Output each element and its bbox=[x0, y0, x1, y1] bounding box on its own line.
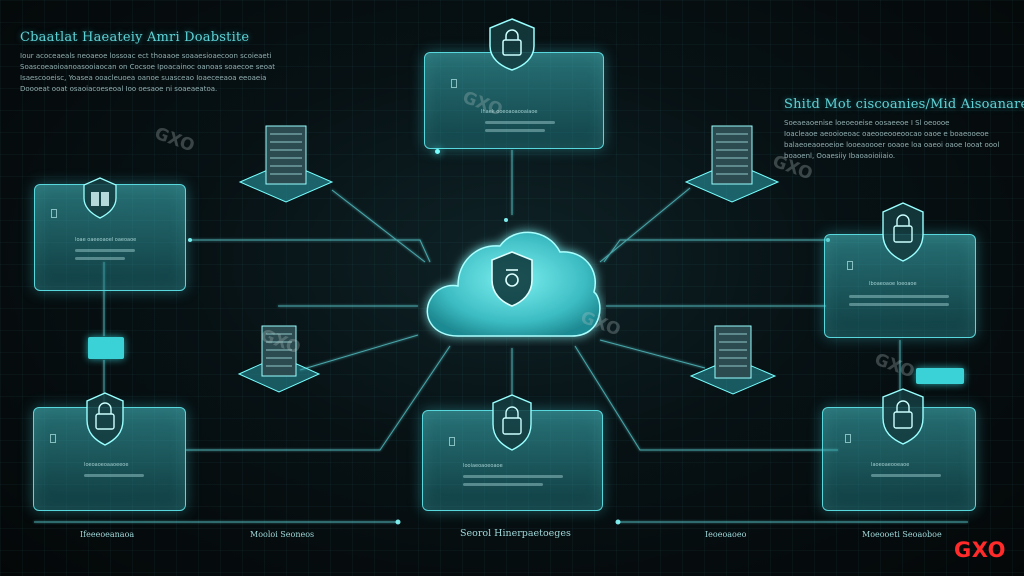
link-left-upper bbox=[188, 239, 431, 263]
brand-logo: GXO bbox=[953, 538, 1006, 562]
shield-lock-icon bbox=[882, 202, 924, 262]
link-bottom-right bbox=[574, 345, 838, 451]
server-rack-icon bbox=[689, 325, 777, 395]
link-bottom-left bbox=[186, 345, 451, 451]
panel-right-upper-caption: Iboaeoaoe Ioeoaoe bbox=[869, 281, 917, 287]
header-left-line: Soascoeaoioanoasooiaocan on Cocsoe Ipoac… bbox=[20, 63, 276, 71]
server-rack-icon bbox=[684, 125, 780, 203]
header-left-line: Isaescooeisc, Yoasea ooacleuoea oanoe su… bbox=[20, 74, 267, 82]
panel-left-upper-caption: Ioae oaeeoaoel oaeoaoe bbox=[75, 237, 137, 243]
header-right-line: balaeoeaoeoeioe looeaoooer ooaoe loa oae… bbox=[784, 141, 1000, 149]
panel-center-lower[interactable]: Iooiaeoaoeoaoe bbox=[422, 410, 603, 511]
cloud-icon[interactable] bbox=[418, 218, 606, 346]
bottom-label: Ieoeoaoeo bbox=[705, 530, 747, 539]
bottom-label: Seorol Hinerpaetoeges bbox=[460, 528, 571, 539]
header-left: Cbaatlat Haeateiy Amri Doabstite Iour ac… bbox=[20, 30, 290, 95]
panel-right-lower-caption: Iaoeoaeooeaoe bbox=[871, 462, 910, 468]
header-right-line: Ioacleaoe aeooioeoac oaeooeooeoocao oaoe… bbox=[784, 130, 989, 138]
shield-lock-icon bbox=[489, 18, 535, 71]
server-rack-icon bbox=[238, 125, 334, 203]
panel-left-lower-caption: Ioeoaoeoaaoeeoe bbox=[84, 462, 129, 468]
server-rack-icon bbox=[237, 325, 321, 393]
link-right-upper bbox=[603, 239, 826, 263]
panel-top-caption: Ihaek ooeoaoaooaiaoe bbox=[481, 109, 538, 115]
link-right-server bbox=[599, 187, 691, 263]
shield-lock-icon bbox=[492, 394, 532, 451]
bottom-label: Mooloi Seoneos bbox=[250, 530, 315, 539]
shield-lock-icon bbox=[491, 251, 533, 307]
shield-lock-icon bbox=[86, 392, 124, 446]
header-right-line: boaoenl, Ooaesiiy Ibaoaoioiiaio. bbox=[784, 152, 896, 160]
header-right-line: Soeaeaoenise loeoeoeise oosaeeoe I Sl oe… bbox=[784, 119, 950, 127]
shield-book-icon bbox=[83, 177, 117, 219]
bottom-label: Ifeeeoeanaoa bbox=[80, 530, 135, 539]
header-left-title: Cbaatlat Haeateiy Amri Doabstite bbox=[20, 30, 250, 45]
header-right-title: Shitd Mot ciscoanies/Mid Aisoanare bbox=[784, 97, 1024, 112]
shield-lock-icon bbox=[882, 388, 924, 445]
bottom-label: Moeooeti Seoaoboe bbox=[862, 530, 942, 539]
status-tag-right bbox=[916, 368, 964, 384]
link-lower-right bbox=[599, 339, 706, 369]
link-lower-left bbox=[299, 334, 419, 371]
link-left-server bbox=[331, 189, 426, 263]
panel-center-lower-caption: Iooiaeoaoeoaoe bbox=[463, 463, 503, 469]
header-left-line: Iour acoceaeals neoaeoe lossoac ect thoa… bbox=[20, 52, 272, 60]
status-tag-left bbox=[88, 337, 124, 359]
header-right: Shitd Mot ciscoanies/Mid Aisoanare Soeae… bbox=[784, 97, 1024, 162]
header-left-line: Doooeat ooat osaoiacoeseoal Ioo oesaoe n… bbox=[20, 85, 218, 93]
